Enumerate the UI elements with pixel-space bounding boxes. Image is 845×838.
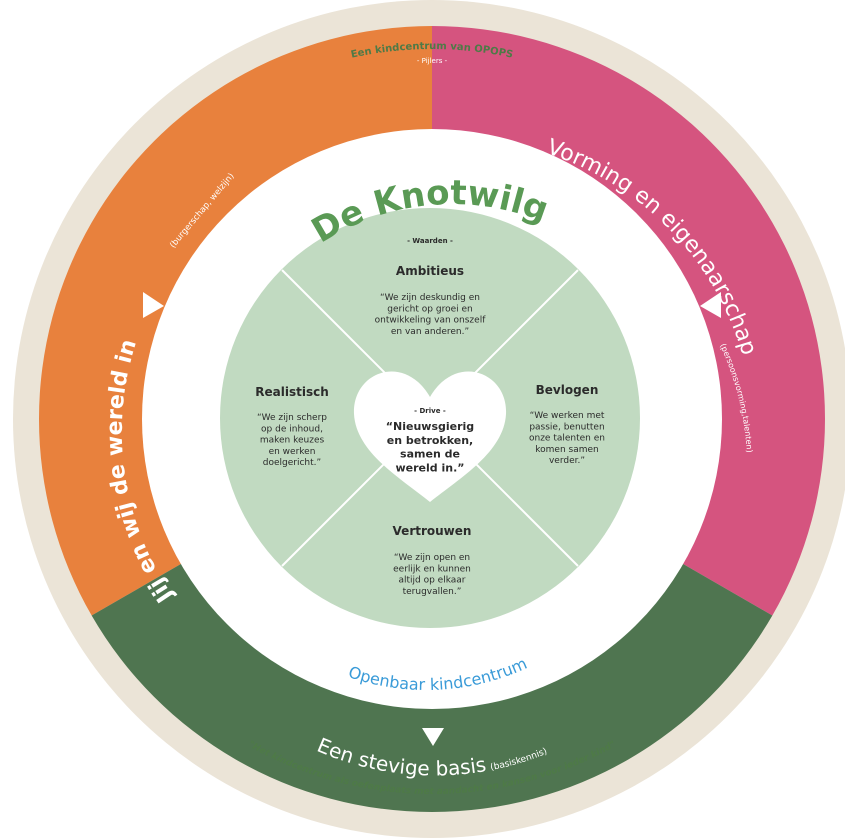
values-label: - Waarden - bbox=[407, 237, 453, 245]
quote-line: “We zijn open en bbox=[394, 553, 470, 563]
pillar-ring-orange bbox=[39, 26, 432, 616]
value-left-title: Realistisch bbox=[255, 385, 329, 399]
value-bottom-title: Vertrouwen bbox=[393, 524, 472, 538]
quote-line: ontwikkeling van onszelf bbox=[375, 316, 487, 326]
quote-line: passie, benutten bbox=[529, 422, 604, 432]
quote-line: doelgericht.” bbox=[263, 458, 321, 468]
pointer-left bbox=[143, 292, 164, 318]
pointer-right bbox=[700, 292, 721, 318]
quote-line: en werken bbox=[269, 447, 316, 457]
drive-label: - Drive - bbox=[414, 407, 446, 415]
quote-line: gericht op groei en bbox=[387, 304, 472, 314]
quote-line: verder.” bbox=[549, 456, 585, 466]
heart-shape bbox=[353, 371, 507, 502]
quote-line: “We zijn deskundig en bbox=[380, 293, 480, 303]
pointer-bottom bbox=[422, 728, 444, 746]
quote-line: “Nieuwsgierig bbox=[386, 420, 474, 433]
quote-line: “We werken met bbox=[530, 411, 605, 421]
quote-line: en van anderen.” bbox=[391, 327, 469, 337]
pillar-ring-pink bbox=[432, 26, 825, 616]
quote-line: onze talenten en bbox=[529, 434, 605, 444]
quote-line: altijd op elkaar bbox=[398, 576, 465, 586]
quote-line: eerlijk en kunnen bbox=[393, 564, 471, 574]
quote-line: komen samen bbox=[535, 445, 598, 455]
quote-line: wereld in.” bbox=[396, 461, 465, 474]
quote-line: maken keuzes bbox=[260, 436, 325, 446]
quote-line: op de inhoud, bbox=[261, 424, 323, 434]
pillar-ring-green bbox=[91, 563, 773, 812]
quote-line: en betrokken, bbox=[387, 434, 474, 447]
quote-line: “We zijn scherp bbox=[257, 413, 327, 423]
value-top-title: Ambitieus bbox=[396, 264, 464, 278]
value-right-title: Bevlogen bbox=[536, 383, 599, 397]
pillars-label: - Pijlers - bbox=[417, 57, 448, 65]
quote-line: terugvallen.” bbox=[403, 587, 462, 597]
quote-line: samen de bbox=[400, 448, 460, 461]
